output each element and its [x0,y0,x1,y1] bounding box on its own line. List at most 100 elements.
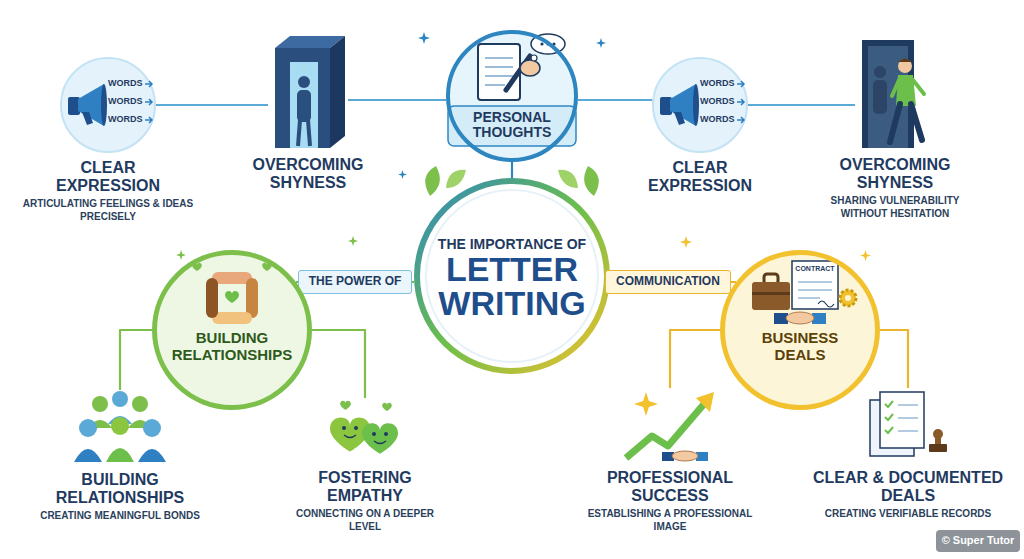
notebook-icon [449,33,575,159]
people-icon [143,419,161,437]
growth-icon [626,392,714,461]
notebook-icon [478,44,520,100]
door-icon [898,59,912,73]
ribbon-band: THE POWER OF [298,270,413,293]
door-node: OVERCOMING SHYNESS [233,32,383,191]
circle-ring [417,181,607,371]
notebook-icon [520,60,540,76]
hearts-icon [362,423,398,454]
people-icon [79,419,97,437]
door-icon [330,36,345,148]
business-icon [723,253,877,407]
icon-node: PROFESSIONAL SUCCESS ESTABLISHING A PROFE… [580,388,760,533]
icon-area [268,32,348,150]
door-icon [874,66,886,78]
icon-area [70,390,170,465]
notebook-icon [540,42,543,45]
sparkle [348,236,358,246]
icon-area [863,388,953,463]
business-icon [752,292,790,295]
node-subtitle: ESTABLISHING A PROFESSIONAL IMAGE [582,508,758,533]
notebook-icon [531,55,537,61]
node-heading: PROFESSIONAL SUCCESS [585,469,755,504]
sparkle [680,236,692,248]
text-box: BUILDING RELATIONSHIPS [167,330,297,363]
node-heading: THE IMPORTANCE OF [422,236,602,252]
icon-area [325,398,405,463]
hands-icon [155,253,309,407]
node-subtitle: LETTER WRITING [422,252,602,320]
node-subtitle: SHARING VULNERABILITY WITHOUT HESITATION [807,195,983,220]
node-heading: CLEAR & DOCUMENTED DEALS [810,469,1006,504]
hearts-icon [372,432,376,436]
notebook-icon [485,58,513,85]
circle-outline [446,30,578,162]
hearts-icon [354,426,358,430]
connector-line [511,162,513,178]
door-icon [275,48,330,148]
watermark: © Super Tutor [936,535,1020,546]
connector-line [748,104,855,106]
business-icon [786,312,814,324]
hearts-icon [344,435,356,438]
megaphone-icon [653,58,747,152]
door-icon [275,36,345,148]
icon-node: BUILDING RELATIONSHIPSCREATING MEANINGFU… [30,390,210,523]
node-subtitle: ARTICULATING FEELINGS & IDEAS PRECISELY [22,198,194,223]
sparkle [596,38,606,48]
node-heading: CLEAR EXPRESSION [630,159,770,194]
connector-line [120,330,152,390]
node-heading: OVERCOMING SHYNESS [825,156,965,191]
icon-node: FOSTERING EMPATHYCONNECTING ON A DEEPER … [275,398,455,533]
hands-icon [212,272,252,284]
hands-icon [212,312,252,324]
node-heading: THE POWER OF [309,275,402,288]
text-box: PERSONAL THOUGHTS [456,110,568,141]
node-heading: FOSTERING EMPATHY [290,469,440,504]
hearts-icon [330,401,398,454]
center-circle-fill [584,166,599,196]
node-subtitle: CREATING MEANINGFUL BONDS [30,510,210,523]
sound-word: WORDS [108,79,143,88]
connector-line [348,99,446,101]
door-icon [890,104,922,142]
ribbon-band: COMMUNICATION [605,270,731,293]
people-icon [92,396,108,412]
documents-icon [933,429,943,439]
hands-icon [155,253,309,407]
connector-line [670,330,720,388]
people-icon [106,448,134,462]
sound-word: WORDS [700,115,735,124]
documents-icon [880,392,924,448]
sparkle [418,32,430,44]
business-icon [818,301,834,307]
door-icon [298,76,310,88]
documents-icon [898,405,918,431]
business-icon [723,253,877,407]
door-icon [892,80,924,96]
sparkle [860,250,871,261]
hearts-icon [342,426,346,430]
business-icon [792,261,838,309]
connector-line [312,330,365,398]
central-circle: THE IMPORTANCE OFLETTER WRITING [414,178,610,374]
door-icon [898,59,912,63]
hearts-icon [382,403,392,411]
connector-line [880,330,908,388]
people-icon [74,449,102,462]
text-box: THE IMPORTANCE OFLETTER WRITING [422,236,602,320]
growth-icon [626,404,704,458]
door-icon [862,40,924,148]
sound-word: WORDS [108,97,143,106]
people-icon [111,417,129,435]
business-icon [798,282,832,298]
node-heading: BUSINESS DEALS [735,330,865,363]
circle-ring [723,253,878,408]
center-circle-fill [558,170,578,188]
hearts-icon [384,432,388,436]
growth-icon [672,451,698,461]
text-box: BUSINESS DEALS [735,330,865,363]
people-icon [112,391,128,407]
door-node: OVERCOMING SHYNESS SHARING VULNERABILITY … [805,32,985,220]
